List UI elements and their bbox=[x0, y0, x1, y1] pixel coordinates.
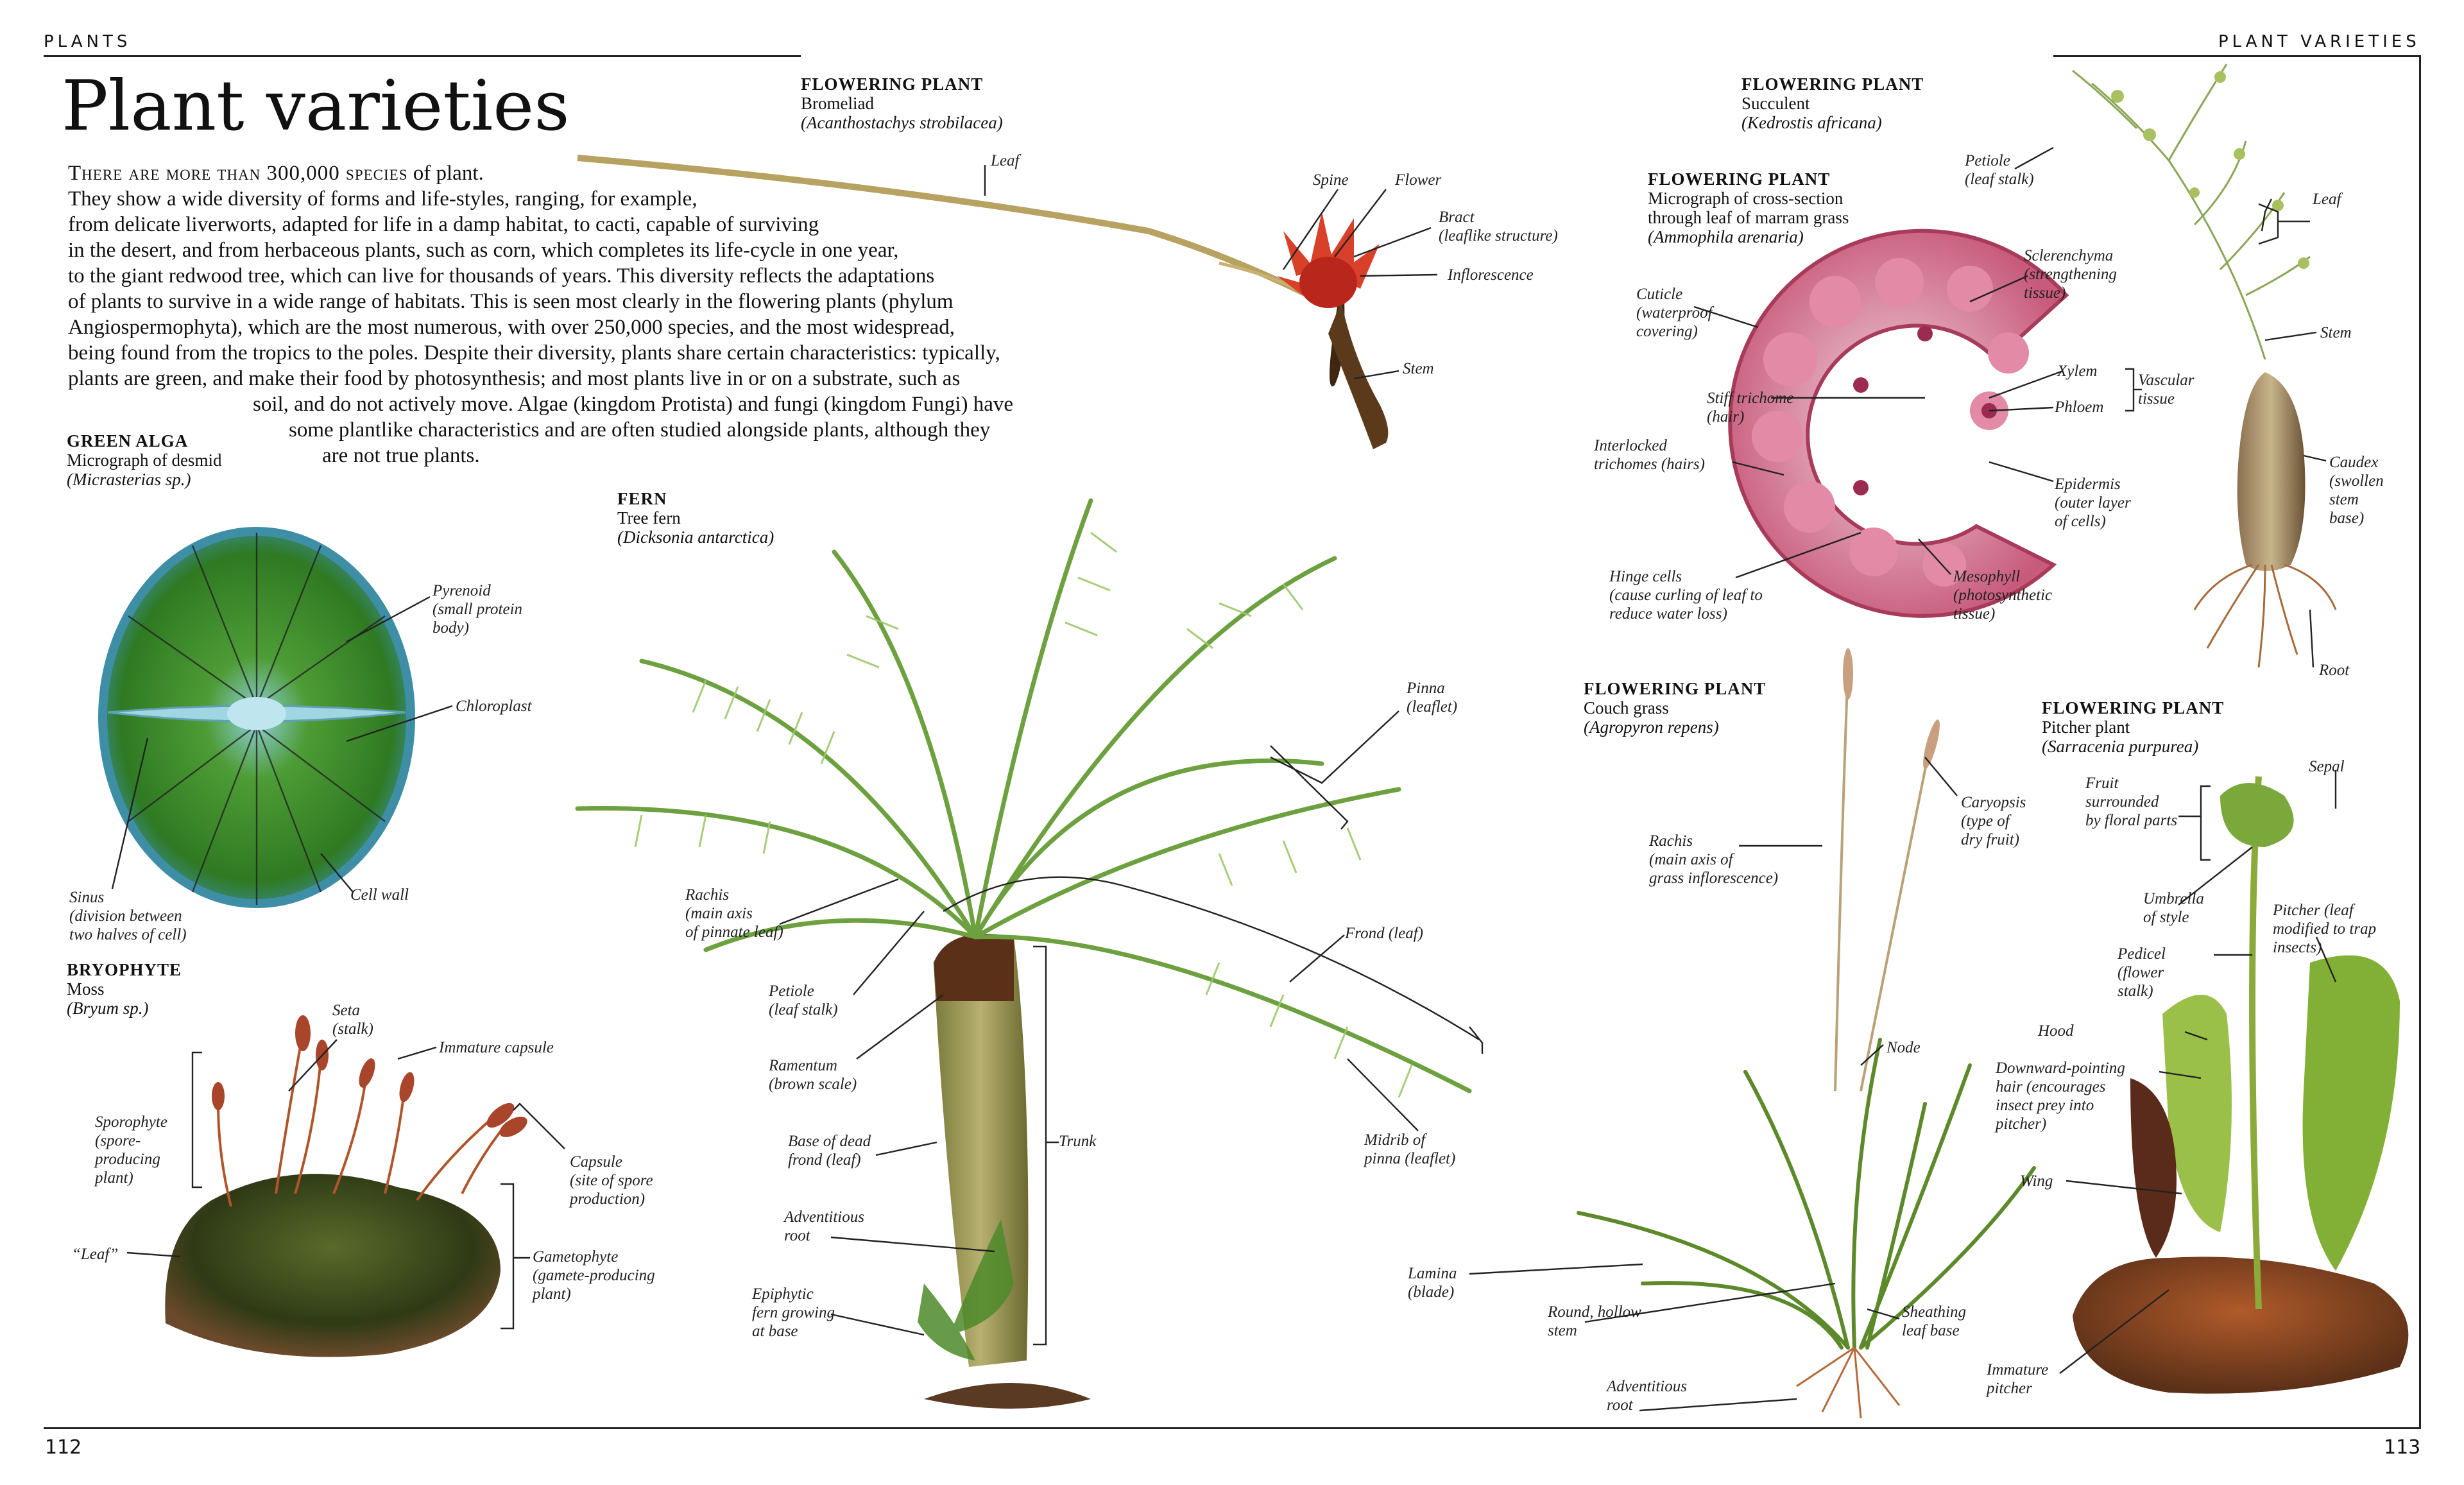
label-pitcher-hood: Hood bbox=[2038, 1022, 2074, 1040]
page-number-left: 112 bbox=[45, 1436, 82, 1459]
heading-marram-grass: FLOWERING PLANT Micrograph of cross-sect… bbox=[1648, 169, 1849, 246]
label-marram-interlocked: Interlocked trichomes (hairs) bbox=[1594, 437, 1705, 473]
label-marram-hinge-cells: Hinge cells (cause curling of leaf to re… bbox=[1609, 568, 1763, 622]
label-couch-sheath: Sheathing leaf base bbox=[1902, 1303, 1966, 1339]
label-pitcher-wing: Wing bbox=[2020, 1172, 2053, 1190]
label-marram-epidermis: Epidermis (outer layer of cells) bbox=[2055, 476, 2131, 530]
label-couch-node: Node bbox=[1887, 1039, 1921, 1056]
running-head-left: PLANTS bbox=[44, 32, 132, 51]
label-fern-epiphytic: Epiphytic fern growing at base bbox=[752, 1285, 835, 1340]
label-alga-chloroplast: Chloroplast bbox=[456, 698, 532, 715]
label-fern-rachis: Rachis (main axis of pinnate leaf) bbox=[685, 886, 783, 941]
heading-bromeliad: FLOWERING PLANT Bromeliad (Acanthostachy… bbox=[801, 74, 1003, 132]
heading-couch-grass: FLOWERING PLANT Couch grass (Agropyron r… bbox=[1584, 679, 1767, 737]
label-fern-petiole: Petiole (leaf stalk) bbox=[769, 983, 838, 1018]
leader-lines bbox=[111, 146, 2337, 1412]
label-pitcher-umbrella: Umbrella of style bbox=[2143, 890, 2204, 926]
label-alga-cell-wall: Cell wall bbox=[350, 886, 409, 904]
label-fern-adventitious-root: Adventitious root bbox=[784, 1208, 864, 1244]
label-moss-capsule: Capsule (site of spore production) bbox=[570, 1153, 653, 1208]
moss-illustration bbox=[165, 1015, 527, 1357]
couch-grass-illustration bbox=[1577, 648, 2036, 1419]
label-bromeliad-flower: Flower bbox=[1395, 171, 1442, 189]
heading-succulent: FLOWERING PLANT Succulent (Kedrostis afr… bbox=[1741, 74, 1924, 132]
label-pitcher-pitcher: Pitcher (leaf modified to trap insects) bbox=[2273, 902, 2377, 956]
label-moss-seta: Seta (stalk) bbox=[332, 1002, 373, 1038]
page-title: Plant varieties bbox=[62, 66, 570, 146]
label-succulent-petiole: Petiole (leaf stalk) bbox=[1965, 152, 2034, 188]
frame-right-vertical bbox=[2419, 55, 2421, 1429]
label-pitcher-sepal: Sepal bbox=[2309, 758, 2345, 775]
label-bromeliad-leaf: Leaf bbox=[991, 152, 1020, 169]
pitcher-plant-illustration bbox=[2073, 776, 2409, 1394]
label-fern-frond: Frond (leaf) bbox=[1345, 925, 1423, 942]
label-marram-trichome: Stiff trichome (hair) bbox=[1707, 390, 1794, 425]
label-couch-root: Adventitious root bbox=[1607, 1378, 1687, 1414]
heading-green-alga: GREEN ALGA Micrograph of desmid (Micrast… bbox=[67, 431, 222, 489]
label-marram-sclerenchyma: Sclerenchyma (strengthening tissue) bbox=[2024, 247, 2117, 302]
heading-pitcher-plant: FLOWERING PLANT Pitcher plant (Sarraceni… bbox=[2042, 698, 2225, 756]
label-bromeliad-inflorescence: Inflorescence bbox=[1448, 266, 1534, 284]
label-bromeliad-stem: Stem bbox=[1403, 360, 1434, 377]
label-couch-stem: Round, hollow stem bbox=[1548, 1303, 1641, 1339]
label-pitcher-fruit: Fruit surrounded by floral parts bbox=[2085, 775, 2178, 829]
label-succulent-root: Root bbox=[2319, 662, 2350, 679]
label-pitcher-immature: Immature pitcher bbox=[1987, 1361, 2049, 1397]
label-marram-cuticle: Cuticle (waterproof covering) bbox=[1636, 286, 1713, 340]
top-rule-left bbox=[44, 55, 801, 57]
label-fern-midrib: Midrib of pinna (leaflet) bbox=[1364, 1131, 1456, 1167]
label-succulent-leaf: Leaf bbox=[2313, 191, 2341, 208]
page-number-right: 113 bbox=[2384, 1436, 2421, 1459]
label-couch-lamina: Lamina (blade) bbox=[1408, 1265, 1457, 1301]
running-head-right: PLANT VARIETIES bbox=[2218, 32, 2420, 51]
label-couch-rachis: Rachis (main axis of grass inflorescence… bbox=[1649, 832, 1779, 887]
tree-fern-illustration bbox=[575, 498, 1472, 1409]
label-bromeliad-bract: Bract (leaflike structure) bbox=[1439, 209, 1558, 245]
label-fern-base-dead-frond: Base of dead frond (leaf) bbox=[788, 1133, 871, 1169]
bottom-rule bbox=[44, 1427, 2421, 1429]
label-marram-xylem: Xylem bbox=[2057, 363, 2098, 380]
label-succulent-caudex: Caudex (swollen stem base) bbox=[2329, 454, 2384, 527]
bromeliad-illustration bbox=[577, 155, 1389, 449]
label-alga-pyrenoid: Pyrenoid (small protein body) bbox=[432, 582, 523, 637]
label-pitcher-pedicel: Pedicel (flower stalk) bbox=[2118, 945, 2166, 1000]
heading-fern: FERN Tree fern (Dicksonia antarctica) bbox=[617, 489, 774, 547]
label-fern-pinna: Pinna (leaflet) bbox=[1407, 680, 1458, 716]
marram-grass-illustration bbox=[1728, 228, 2069, 618]
label-bromeliad-spine: Spine bbox=[1313, 171, 1349, 189]
green-alga-illustration bbox=[98, 527, 415, 908]
label-pitcher-hair: Downward-pointing hair (encourages insec… bbox=[1996, 1060, 2125, 1133]
label-moss-sporophyte: Sporophyte (spore- producing plant) bbox=[95, 1113, 167, 1187]
label-moss-gametophyte: Gametophyte (gamete-producing plant) bbox=[533, 1248, 655, 1303]
succulent-illustration bbox=[2072, 64, 2337, 668]
label-marram-phloem: Phloem bbox=[2055, 399, 2104, 416]
label-moss-leaf: “Leaf” bbox=[72, 1246, 119, 1263]
heading-bryophyte: BRYOPHYTE Moss (Bryum sp.) bbox=[67, 960, 182, 1018]
label-marram-vascular: Vascular tissue bbox=[2138, 372, 2194, 408]
label-marram-mesophyll: Mesophyll (photosynthetic tissue) bbox=[1953, 568, 2053, 622]
label-alga-sinus: Sinus (division between two halves of ce… bbox=[69, 889, 187, 943]
label-fern-trunk: Trunk bbox=[1059, 1133, 1097, 1150]
label-fern-ramentum: Ramentum (brown scale) bbox=[769, 1057, 857, 1093]
label-succulent-stem: Stem bbox=[2320, 324, 2352, 341]
top-rule-right bbox=[2053, 55, 2420, 57]
label-couch-caryopsis: Caryopsis (type of dry fruit) bbox=[1961, 794, 2026, 848]
label-moss-immature-capsule: Immature capsule bbox=[439, 1039, 554, 1056]
